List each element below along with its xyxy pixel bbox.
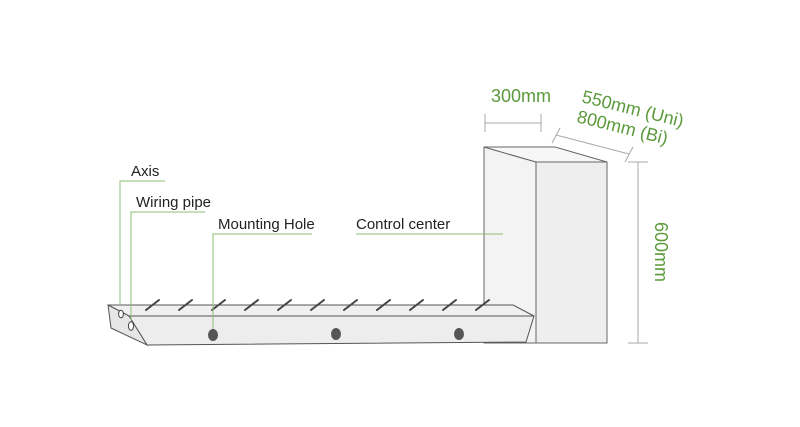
axis-hole: [118, 309, 124, 319]
spike: [343, 299, 358, 311]
width-dimension-text: 300mm: [491, 86, 551, 106]
depth-dim-tick-end: [624, 146, 634, 163]
depth-dim-line: [555, 134, 630, 155]
spike: [277, 299, 292, 311]
spike: [310, 299, 325, 311]
mounting-hole: [331, 328, 341, 340]
spike: [178, 299, 193, 311]
height-dimension-text: 600mm: [651, 222, 671, 282]
mounting-hole-label: Mounting Hole: [218, 216, 315, 233]
leader-lines: [119, 180, 503, 329]
dimension-lines: [484, 114, 648, 344]
spike: [376, 299, 391, 311]
wiring-pipe-leader: [130, 211, 205, 320]
control-center-label: Control center: [356, 216, 450, 233]
barrier-front-face: [128, 315, 535, 346]
spike-barrier: [107, 299, 535, 347]
spike: [475, 299, 490, 311]
mounting-hole-leader: [212, 233, 312, 329]
spike: [244, 299, 259, 311]
barrier-top-face: [107, 304, 535, 317]
axis-leader: [119, 180, 165, 306]
control-center-box: [483, 146, 608, 344]
spike: [211, 299, 226, 311]
axis-label: Axis: [131, 163, 159, 180]
spike: [409, 299, 424, 311]
control-box-top-face: [483, 146, 608, 163]
wiring-pipe-hole: [127, 321, 135, 331]
mounting-hole: [454, 328, 464, 340]
spike: [145, 299, 160, 311]
depth-dim-tick-start: [551, 127, 561, 144]
mounting-hole: [208, 329, 218, 341]
spike-row: [145, 299, 490, 311]
control-box-side-face: [535, 161, 608, 344]
spike: [442, 299, 457, 311]
wiring-pipe-label: Wiring pipe: [136, 194, 211, 211]
